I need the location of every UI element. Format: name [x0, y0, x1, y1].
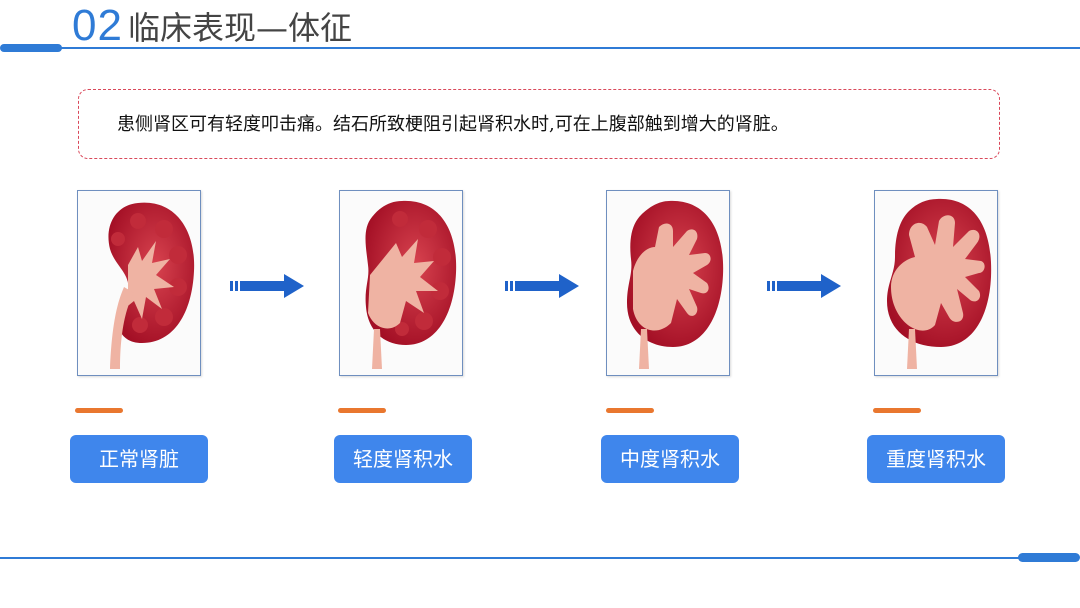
header-accent-pill	[0, 44, 62, 52]
note-box: 患侧肾区可有轻度叩击痛。结石所致梗阻引起肾积水时,可在上腹部触到增大的肾脏。	[78, 89, 1000, 159]
footer-divider	[0, 557, 1020, 559]
stage-button-normal[interactable]: 正常肾脏	[70, 435, 208, 483]
kidney-moderate-illustration	[627, 200, 724, 369]
right-arrow-icon	[230, 274, 304, 298]
slide-header: 02 临床表现—体征	[0, 0, 1080, 60]
note-text: 患侧肾区可有轻度叩击痛。结石所致梗阻引起肾积水时,可在上腹部触到增大的肾脏。	[117, 114, 789, 135]
footer-accent-pill	[1018, 553, 1080, 562]
kidney-mild-illustration	[365, 200, 457, 369]
section-number: 02	[72, 1, 123, 50]
right-arrow-icon	[505, 274, 579, 298]
stage-button-moderate[interactable]: 中度肾积水	[601, 435, 739, 483]
kidney-image-moderate	[606, 190, 730, 376]
right-arrow-icon	[767, 274, 841, 298]
kidney-image-mild	[339, 190, 463, 376]
slide-title: 临床表现—体征	[128, 9, 353, 47]
kidney-normal-illustration	[108, 202, 195, 369]
kidney-image-normal	[77, 190, 201, 376]
header-divider	[60, 47, 1080, 49]
stage-accent-bar	[338, 408, 386, 413]
kidney-severe-illustration	[887, 198, 992, 369]
stage-accent-bar	[75, 408, 123, 413]
stage-button-severe[interactable]: 重度肾积水	[867, 435, 1005, 483]
kidney-image-severe	[874, 190, 998, 376]
stage-accent-bar	[606, 408, 654, 413]
stage-accent-bar	[873, 408, 921, 413]
stage-button-mild[interactable]: 轻度肾积水	[334, 435, 472, 483]
